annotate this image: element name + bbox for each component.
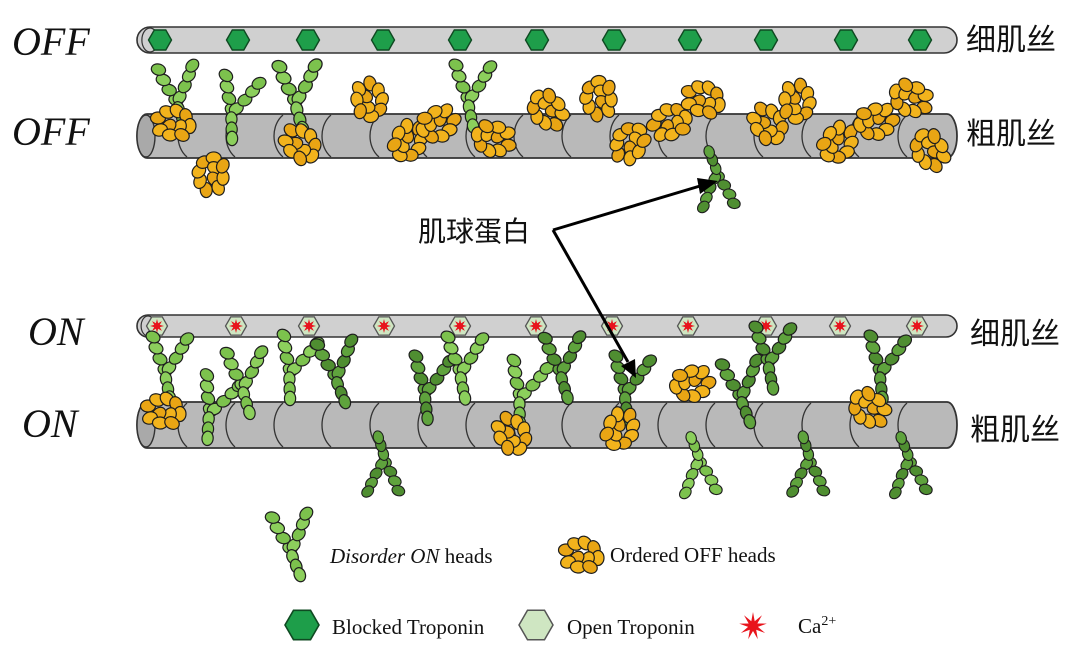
- legend-disorder-em: Disorder ON: [330, 544, 440, 568]
- on-green-head: [440, 330, 490, 406]
- blocked-troponin: [677, 29, 703, 51]
- blocked-troponin: [147, 29, 173, 51]
- on-yellow-head: [139, 391, 187, 430]
- legend-ordered-off-heads: Ordered OFF heads: [610, 543, 776, 567]
- calcium-ion: [302, 319, 316, 333]
- calcium-ion: [529, 319, 543, 333]
- off-yellow-head: [888, 77, 934, 119]
- blocked-troponin: [601, 29, 627, 51]
- on-thin-state-label: ON: [28, 309, 84, 354]
- off-green-head: [448, 58, 498, 134]
- off-thick-state-label: OFF: [12, 109, 90, 154]
- calcium-ion: [833, 319, 847, 333]
- legend-ca-base: Ca: [798, 614, 822, 638]
- legend-disorder-icon: [264, 506, 314, 583]
- on-green-head: [786, 430, 831, 498]
- on-yellow-head: [668, 364, 717, 403]
- myosin-arrows: [551, 178, 718, 378]
- off-yellow-head: [645, 102, 693, 142]
- on-green-head: [537, 330, 587, 406]
- off-green-head: [697, 145, 741, 214]
- off-yellow-head: [191, 151, 230, 199]
- legend-disorder-on-heads: Disorder ON heads: [330, 546, 493, 567]
- legend-calcium-icon: [739, 612, 767, 640]
- calcium-ion: [150, 319, 164, 333]
- legend-ca-sup: 2+: [821, 614, 837, 629]
- legend-open-troponin: Open Troponin: [567, 615, 695, 639]
- on-thick-filament: [136, 401, 958, 449]
- off-yellow-head: [149, 103, 197, 142]
- off-thin-filament-label: 细肌丝: [966, 23, 1056, 58]
- off-yellow-head: [350, 75, 389, 124]
- calcium-ion: [229, 319, 243, 333]
- blocked-troponin: [225, 29, 251, 51]
- on-green-head: [408, 349, 458, 427]
- on-thick-state-label: ON: [22, 401, 78, 446]
- legend-open-icon: [518, 609, 554, 641]
- calcium-ion: [910, 319, 924, 333]
- blocked-troponin: [447, 29, 473, 51]
- off-yellow-head: [277, 123, 322, 167]
- on-yellow-head: [599, 406, 641, 451]
- calcium-ion: [377, 319, 391, 333]
- off-yellow-head: [470, 119, 517, 159]
- off-yellow-head: [815, 119, 859, 164]
- off-yellow-head: [746, 101, 789, 147]
- on-green-head: [361, 430, 406, 498]
- on-green-head: [219, 345, 269, 421]
- off-yellow-head: [680, 80, 726, 120]
- off-yellow-head: [526, 87, 571, 132]
- myosin-annotation: 肌球蛋白: [418, 215, 531, 248]
- blocked-troponin: [370, 29, 396, 51]
- off-yellow-head: [386, 117, 429, 163]
- on-thick-filament-label: 粗肌丝: [970, 413, 1060, 448]
- on-yellow-head: [848, 385, 893, 429]
- legend-blocked-icon: [284, 609, 320, 641]
- off-thin-filament: [136, 26, 958, 54]
- on-green-head: [889, 431, 933, 500]
- legend-blocked-troponin: Blocked Troponin: [332, 615, 485, 639]
- off-thick-filament-label: 粗肌丝: [966, 117, 1056, 152]
- on-green-head: [714, 353, 764, 430]
- off-yellow-head: [909, 128, 952, 174]
- blocked-troponin: [524, 29, 550, 51]
- legend-ordered-icon: [557, 535, 605, 574]
- off-yellow-head: [853, 102, 901, 141]
- blocked-troponin: [753, 29, 779, 51]
- off-thin-state-label: OFF: [12, 19, 90, 64]
- calcium-ion: [453, 319, 467, 333]
- on-green-head: [679, 431, 723, 500]
- off-green-head: [218, 68, 267, 147]
- on-green-head: [748, 320, 798, 396]
- calcium-ion: [681, 319, 695, 333]
- off-yellow-head: [609, 122, 652, 167]
- on-thin-filament-label: 细肌丝: [970, 317, 1060, 352]
- on-green-head: [309, 333, 359, 410]
- blocked-troponin: [833, 29, 859, 51]
- legend-calcium: Ca2+: [798, 615, 836, 637]
- off-yellow-head: [415, 103, 462, 144]
- legend-disorder-rest: heads: [439, 544, 493, 568]
- blocked-troponin: [907, 29, 933, 51]
- blocked-troponin: [295, 29, 321, 51]
- off-yellow-head: [579, 74, 618, 123]
- off-yellow-head: [778, 77, 817, 125]
- on-yellow-head: [490, 410, 533, 456]
- on-green-head: [863, 329, 913, 407]
